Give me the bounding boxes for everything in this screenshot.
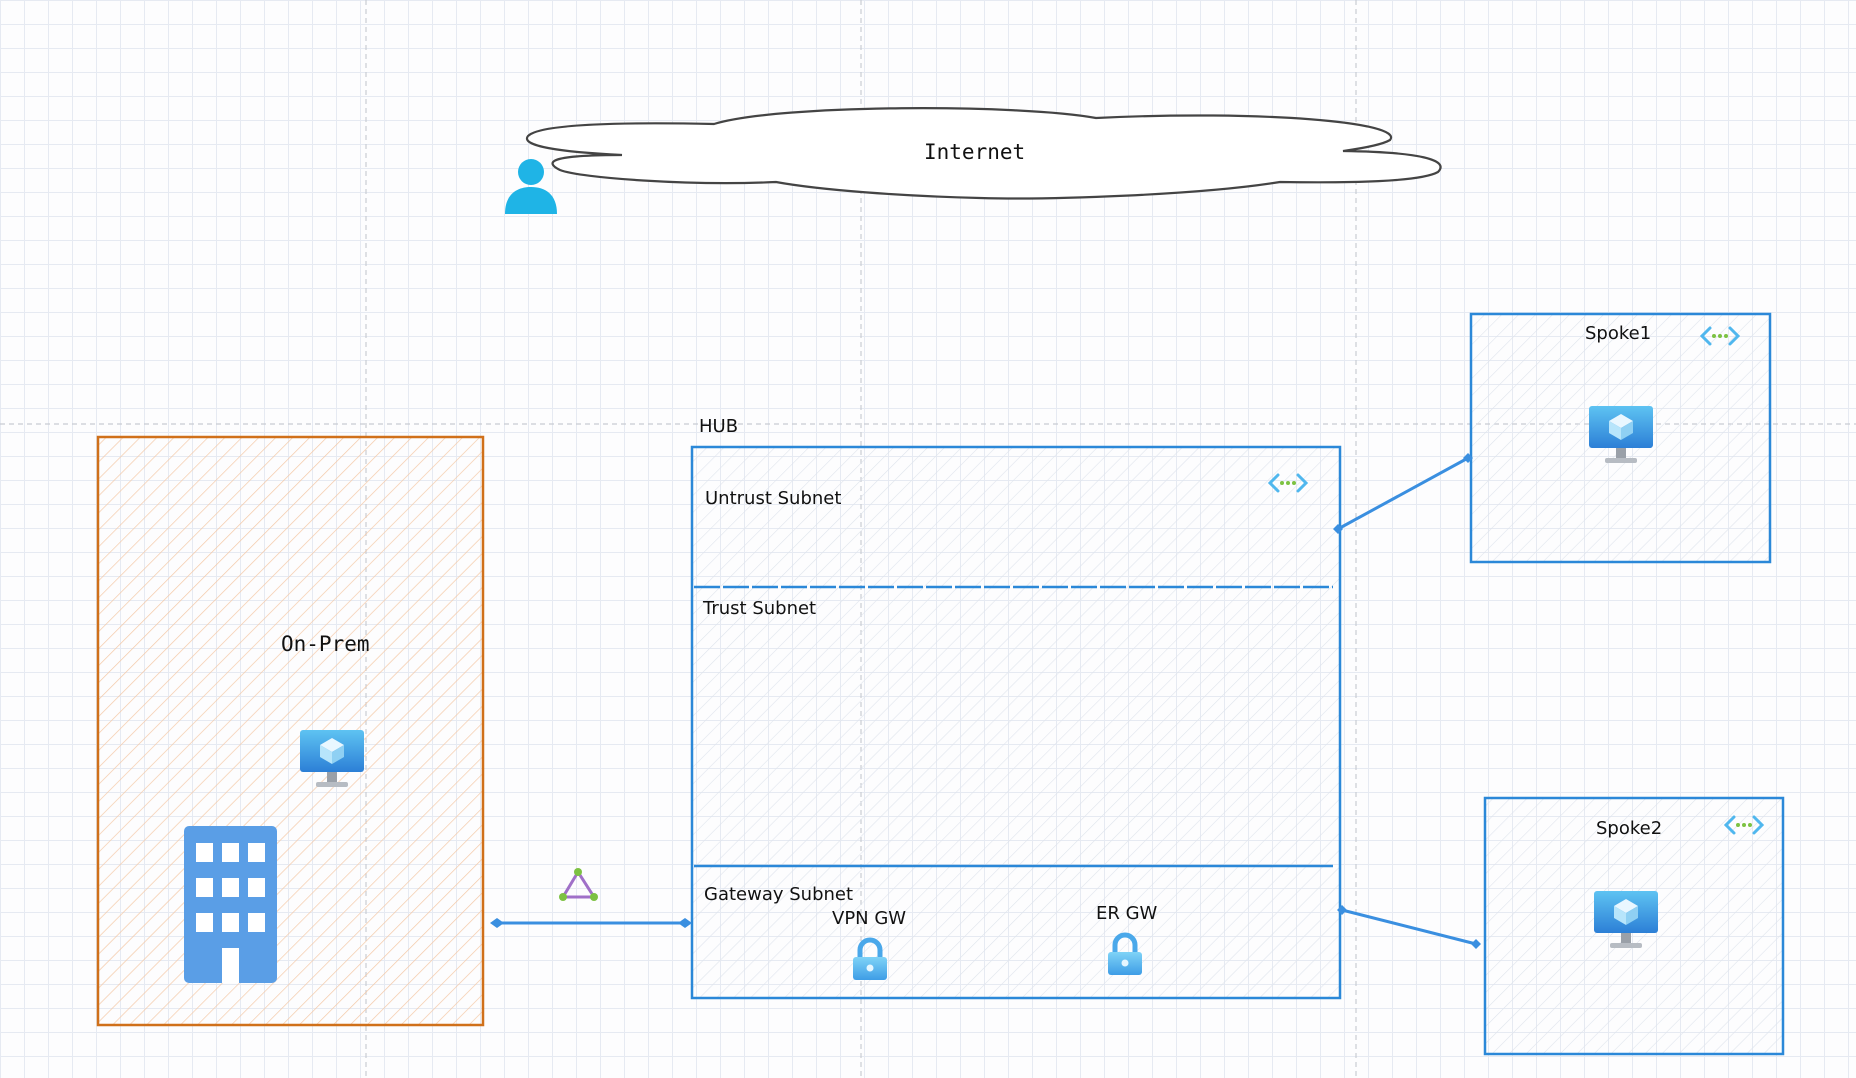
vpn-gw-label: VPN GW	[832, 908, 907, 929]
hub-spoke1-connector[interactable]	[1333, 453, 1473, 534]
spoke2-label: Spoke2	[1596, 818, 1663, 839]
spoke1-label: Spoke1	[1585, 323, 1652, 344]
building-icon	[184, 826, 277, 983]
onprem-hub-connector[interactable]	[490, 918, 692, 928]
hub-vnet-box[interactable]	[690, 445, 1342, 1000]
internet-label: Internet	[924, 140, 1026, 164]
connection-triangle-icon	[559, 868, 598, 901]
gateway-subnet-label: Gateway Subnet	[704, 884, 854, 905]
lock-gateway-icon	[853, 937, 887, 980]
user-icon	[505, 159, 557, 214]
hub-label: HUB	[699, 416, 739, 437]
er-gw-label: ER GW	[1096, 903, 1158, 924]
on-prem-label: On-Prem	[281, 632, 370, 656]
hub-spoke2-connector[interactable]	[1337, 905, 1481, 949]
lock-gateway-icon	[1108, 932, 1142, 975]
internet-cloud[interactable]	[525, 107, 1442, 200]
virtual-machine-icon	[1589, 406, 1653, 463]
virtual-machine-icon	[1594, 891, 1658, 948]
virtual-machine-icon	[300, 730, 364, 787]
vnet-icon	[1267, 473, 1309, 493]
trust-subnet-label: Trust Subnet	[703, 598, 817, 619]
vnet-icon	[1723, 815, 1765, 835]
on-prem-box[interactable]	[96, 435, 485, 1027]
untrust-subnet-label: Untrust Subnet	[705, 488, 842, 509]
vnet-icon	[1699, 326, 1741, 346]
